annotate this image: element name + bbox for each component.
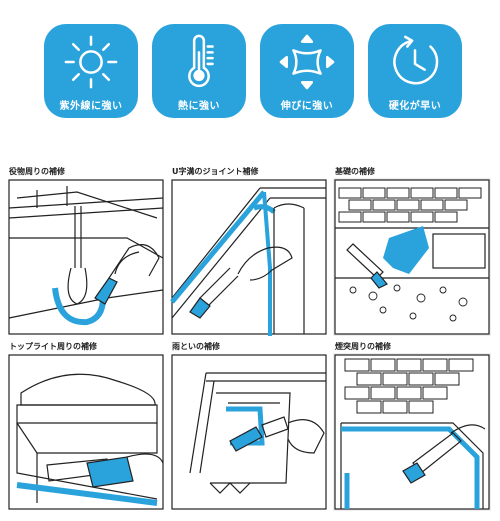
u-channel-repair-drawing: [170, 179, 327, 336]
stretch-icon: [279, 34, 335, 90]
illustration-caption: U字溝のジョイント補修: [172, 167, 259, 176]
feature-label: 紫外線に強い: [59, 101, 123, 112]
fixture-repair-drawing: [8, 179, 164, 335]
feature-badges: 紫外線に強い 熱に強い 伸びに強い 硬化が早い: [44, 24, 462, 118]
feature-fast-curing: 硬化が早い: [368, 24, 462, 118]
illustration-caption: 役物周りの補修: [9, 167, 65, 176]
feature-stretch-resistant: 伸びに強い: [260, 24, 354, 118]
feature-label: 熱に強い: [178, 101, 220, 112]
feature-uv-resistant: 紫外線に強い: [44, 24, 138, 118]
feature-label: 伸びに強い: [280, 101, 334, 112]
illustration-skylight-repair: トップライト周りの補修: [7, 341, 165, 513]
illustration-u-channel-repair: U字溝のジョイント補修: [170, 166, 328, 338]
skylight-repair-drawing: [8, 354, 164, 510]
feature-label: 硬化が早い: [388, 101, 442, 112]
illustration-caption: トップライト周りの補修: [9, 342, 97, 351]
illustration-caption: 雨といの補修: [172, 342, 220, 351]
illustration-chimney-repair: 煙突周りの補修: [333, 341, 491, 513]
illustration-foundation-repair: 基礎の補修: [333, 166, 491, 338]
illustration-fixture-repair: 役物周りの補修: [7, 166, 165, 338]
clock-icon: [393, 35, 439, 85]
illustration-caption: 煙突周りの補修: [335, 342, 391, 351]
gutter-repair-drawing: [171, 354, 327, 510]
sun-icon: [64, 35, 118, 89]
illustration-gutter-repair: 雨といの補修: [170, 341, 328, 513]
thermometer-icon: [188, 34, 214, 88]
chimney-repair-drawing: [333, 353, 491, 511]
illustration-caption: 基礎の補修: [335, 167, 375, 176]
feature-heat-resistant: 熱に強い: [152, 24, 246, 118]
foundation-repair-drawing: [333, 178, 491, 336]
